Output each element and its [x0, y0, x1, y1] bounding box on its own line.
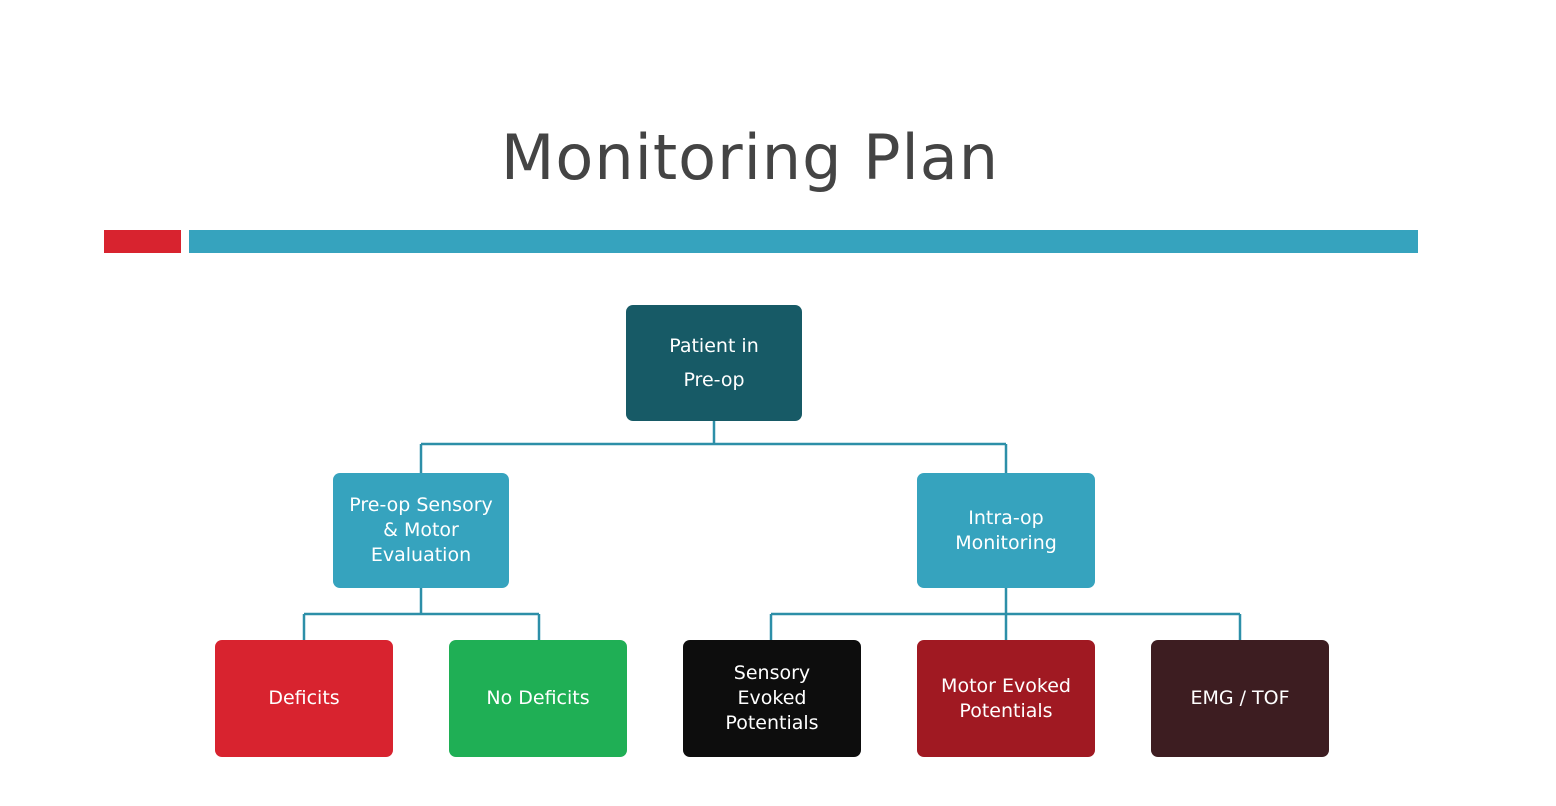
- node-preop-sensory-motor-evaluation: Pre-op Sensory & Motor Evaluation: [333, 473, 509, 588]
- title-accent-blue-bar: [189, 230, 1418, 253]
- node-emg-tof: EMG / TOF: [1151, 640, 1329, 757]
- node-sensory-evoked-potentials: Sensory Evoked Potentials: [683, 640, 861, 757]
- node-motor-evoked-potentials: Motor Evoked Potentials: [917, 640, 1095, 757]
- node-deficits: Deficits: [215, 640, 393, 757]
- title-accent-red-bar: [104, 230, 181, 253]
- node-patient-in-preop: Patient in Pre-op: [626, 305, 802, 421]
- node-intraop-monitoring: Intra-op Monitoring: [917, 473, 1095, 588]
- slide-title: Monitoring Plan: [500, 121, 1000, 194]
- node-no-deficits: No Deficits: [449, 640, 627, 757]
